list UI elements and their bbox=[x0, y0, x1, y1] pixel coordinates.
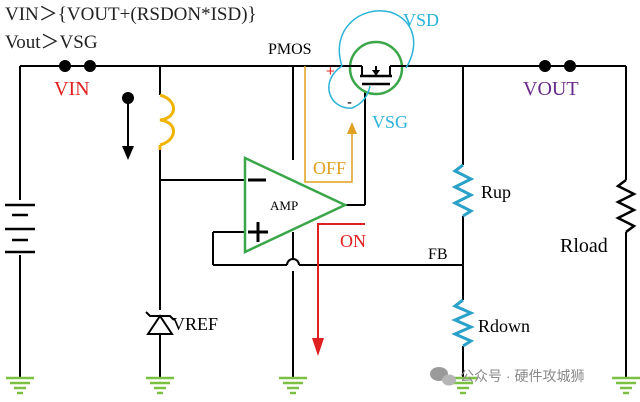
condition-line-1: VIN＞{VOUT+(RSDON*ISD)} bbox=[5, 4, 257, 25]
vout-terminals bbox=[539, 60, 576, 72]
fb-label: FB bbox=[428, 246, 448, 263]
amp-label: AMP bbox=[270, 198, 298, 213]
rup-resistor bbox=[451, 163, 475, 218]
condition-line-2: Vout＞VSG bbox=[5, 32, 98, 53]
rload-label: Rload bbox=[560, 235, 608, 257]
ground-symbol bbox=[612, 376, 640, 395]
wechat-icon bbox=[430, 367, 456, 386]
off-arrow bbox=[304, 66, 357, 183]
vin-label: VIN bbox=[54, 78, 90, 100]
rup-label: Rup bbox=[481, 182, 511, 202]
zener-diode-symbol bbox=[145, 311, 175, 335]
watermark: 公众号 · 硬件攻城狮 bbox=[430, 367, 584, 386]
ground-symbol bbox=[279, 376, 307, 395]
ground-symbol bbox=[6, 376, 34, 395]
vout-label: VOUT bbox=[523, 78, 579, 100]
plus-sign: + bbox=[326, 63, 335, 80]
ground-symbol bbox=[146, 376, 174, 395]
rdown-label: Rdown bbox=[478, 316, 530, 336]
watermark-text: 公众号 · 硬件攻城狮 bbox=[460, 368, 584, 384]
ground-symbols bbox=[6, 376, 640, 395]
vsd-label: VSD bbox=[403, 10, 439, 30]
amplifier-symbol bbox=[243, 156, 348, 254]
wires bbox=[19, 65, 627, 378]
vsd-vsg-curves bbox=[328, 10, 415, 109]
pmos-symbol bbox=[345, 40, 405, 96]
battery-symbol bbox=[5, 203, 35, 254]
vsg-label: VSG bbox=[372, 112, 408, 132]
inductor-symbol bbox=[158, 93, 175, 150]
on-arrow bbox=[312, 223, 365, 356]
off-label: OFF bbox=[313, 158, 346, 178]
vin-terminals bbox=[59, 60, 96, 72]
rload-resistor bbox=[615, 179, 637, 233]
pmos-label: PMOS bbox=[268, 41, 312, 58]
current-arrow bbox=[122, 92, 134, 160]
vref-label: VREF bbox=[172, 314, 218, 334]
rdown-resistor bbox=[451, 298, 475, 348]
minus-sign: - bbox=[347, 94, 352, 111]
on-label: ON bbox=[340, 231, 366, 251]
